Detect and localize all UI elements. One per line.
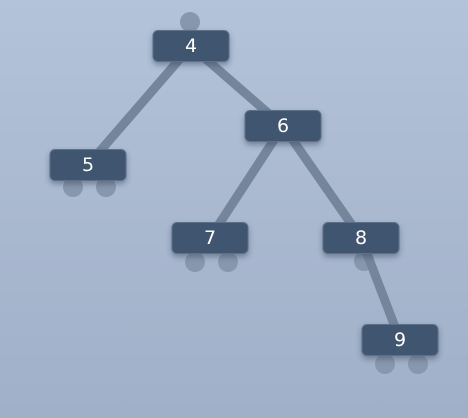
tree-node-7: 7 <box>171 222 249 254</box>
node-label: 9 <box>394 329 406 351</box>
tree-node-6: 6 <box>244 110 322 142</box>
tree-node-9: 9 <box>361 324 439 356</box>
node-box <box>361 324 439 356</box>
null-child-stub <box>180 12 200 32</box>
edge-n6-n7 <box>205 121 288 243</box>
node-box <box>171 222 249 254</box>
null-child-stub <box>375 354 395 374</box>
edge-n6-n8 <box>278 121 366 243</box>
node-box <box>322 222 400 254</box>
tree-node-5: 5 <box>49 149 127 181</box>
node-label: 6 <box>277 115 289 137</box>
node-box <box>244 110 322 142</box>
empty-child-stubs <box>63 12 428 374</box>
tree-nodes: 4 5 6 7 8 9 <box>49 30 439 356</box>
null-child-stub <box>408 354 428 374</box>
node-box <box>49 149 127 181</box>
tree-edges <box>83 41 405 345</box>
tree-node-4: 4 <box>152 30 230 62</box>
null-child-stub <box>96 177 116 197</box>
null-child-stub <box>218 252 238 272</box>
node-label: 4 <box>185 35 197 57</box>
node-label: 8 <box>355 227 367 249</box>
edge-n4-n5 <box>83 41 196 170</box>
edge-n8-n9 <box>356 233 405 345</box>
null-child-stub <box>63 177 83 197</box>
node-label: 7 <box>204 227 216 249</box>
null-child-stub <box>185 252 205 272</box>
tree-node-8: 8 <box>322 222 400 254</box>
node-box <box>152 30 230 62</box>
node-label: 5 <box>82 154 94 176</box>
